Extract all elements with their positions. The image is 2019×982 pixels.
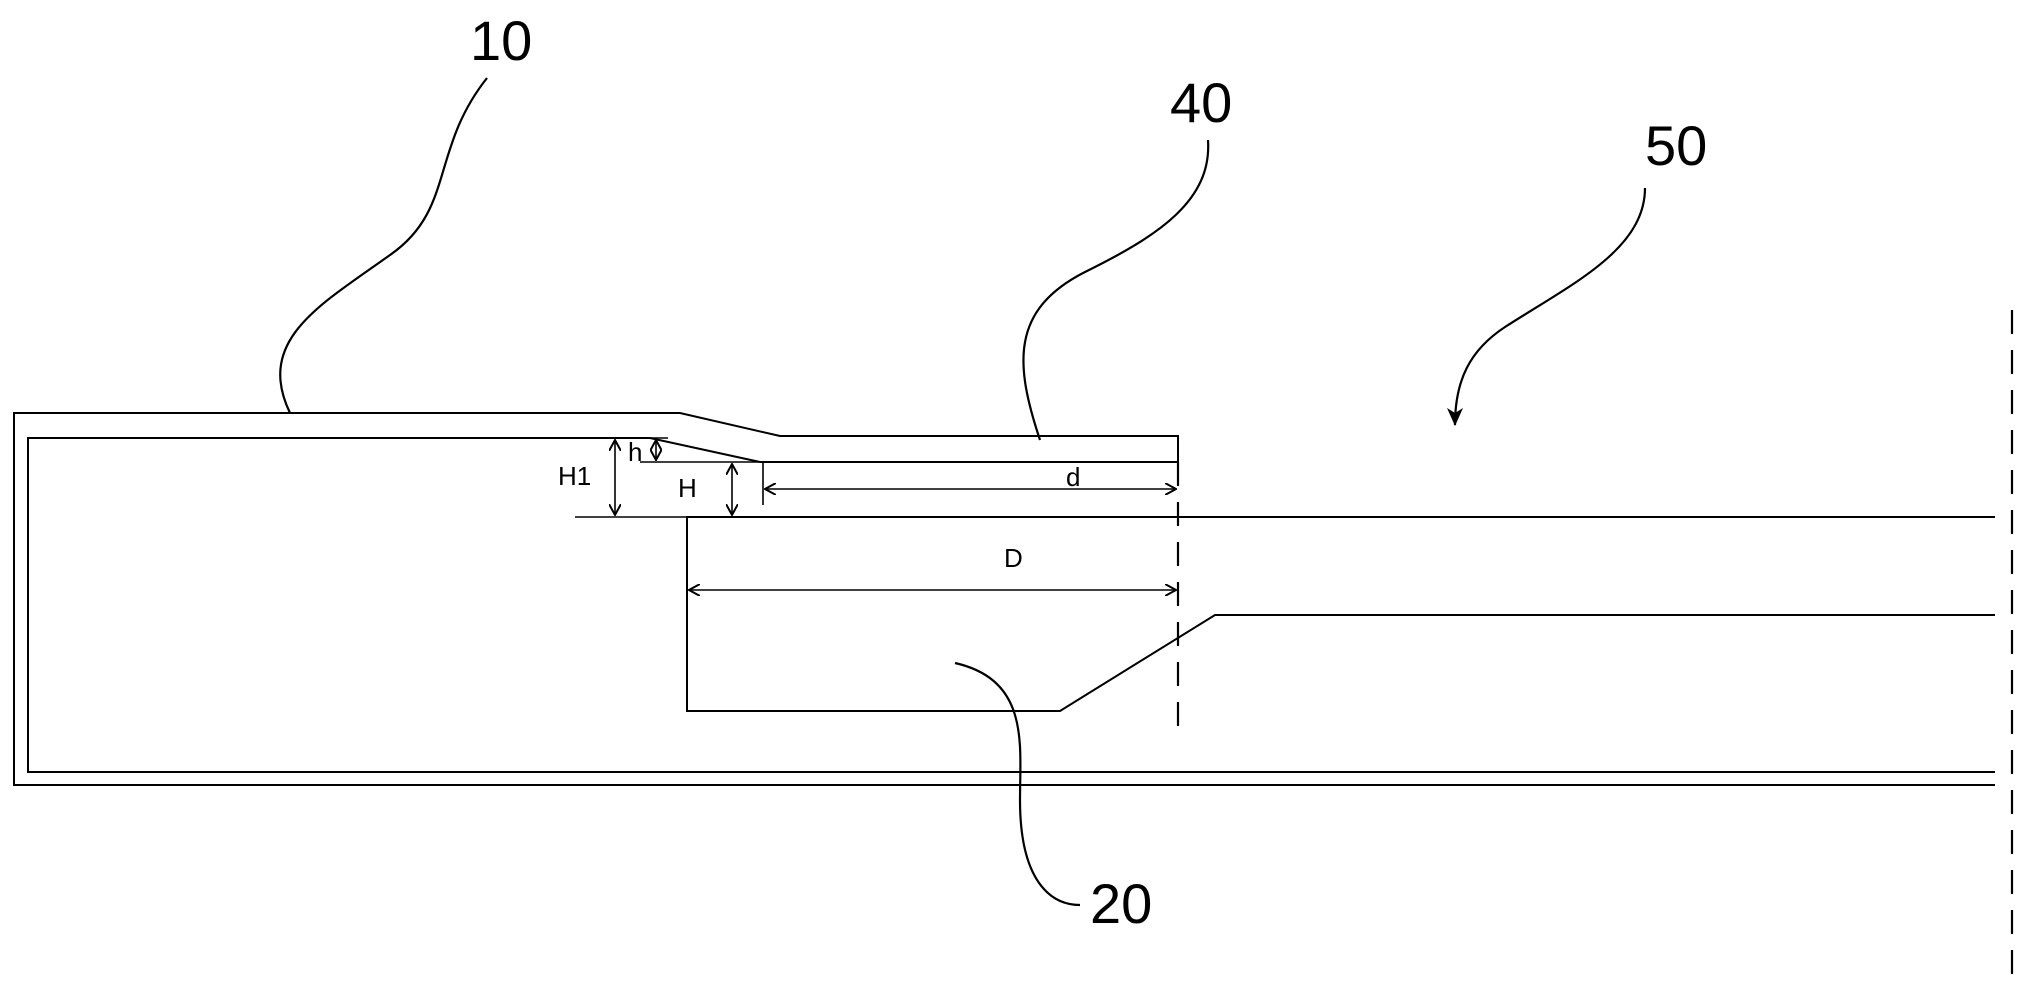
leader-line-10 bbox=[279, 77, 488, 414]
dimension-H: H bbox=[678, 464, 732, 515]
dimension-label-H: H bbox=[678, 473, 697, 503]
leader-line-20 bbox=[954, 661, 1081, 907]
leader-line-50 bbox=[1447, 187, 1647, 426]
dimension-d: d bbox=[762, 462, 1176, 505]
dimension-label-h: h bbox=[628, 437, 642, 467]
dimension-H1: H1 bbox=[558, 440, 690, 518]
reference-label-50: 50 bbox=[1645, 114, 1707, 177]
reference-label-20: 20 bbox=[1090, 872, 1152, 935]
dimension-h: h bbox=[628, 437, 760, 467]
reference-label-10: 10 bbox=[470, 9, 532, 72]
dimension-D: D bbox=[689, 543, 1176, 590]
inner-component bbox=[686, 516, 1995, 712]
dimension-label-d: d bbox=[1066, 462, 1080, 492]
leader-line-40 bbox=[1022, 139, 1210, 441]
outer-casing bbox=[13, 412, 1995, 786]
reference-label-40: 40 bbox=[1170, 71, 1232, 134]
dimension-label-D: D bbox=[1004, 543, 1023, 573]
dimension-label-H1: H1 bbox=[558, 461, 591, 491]
